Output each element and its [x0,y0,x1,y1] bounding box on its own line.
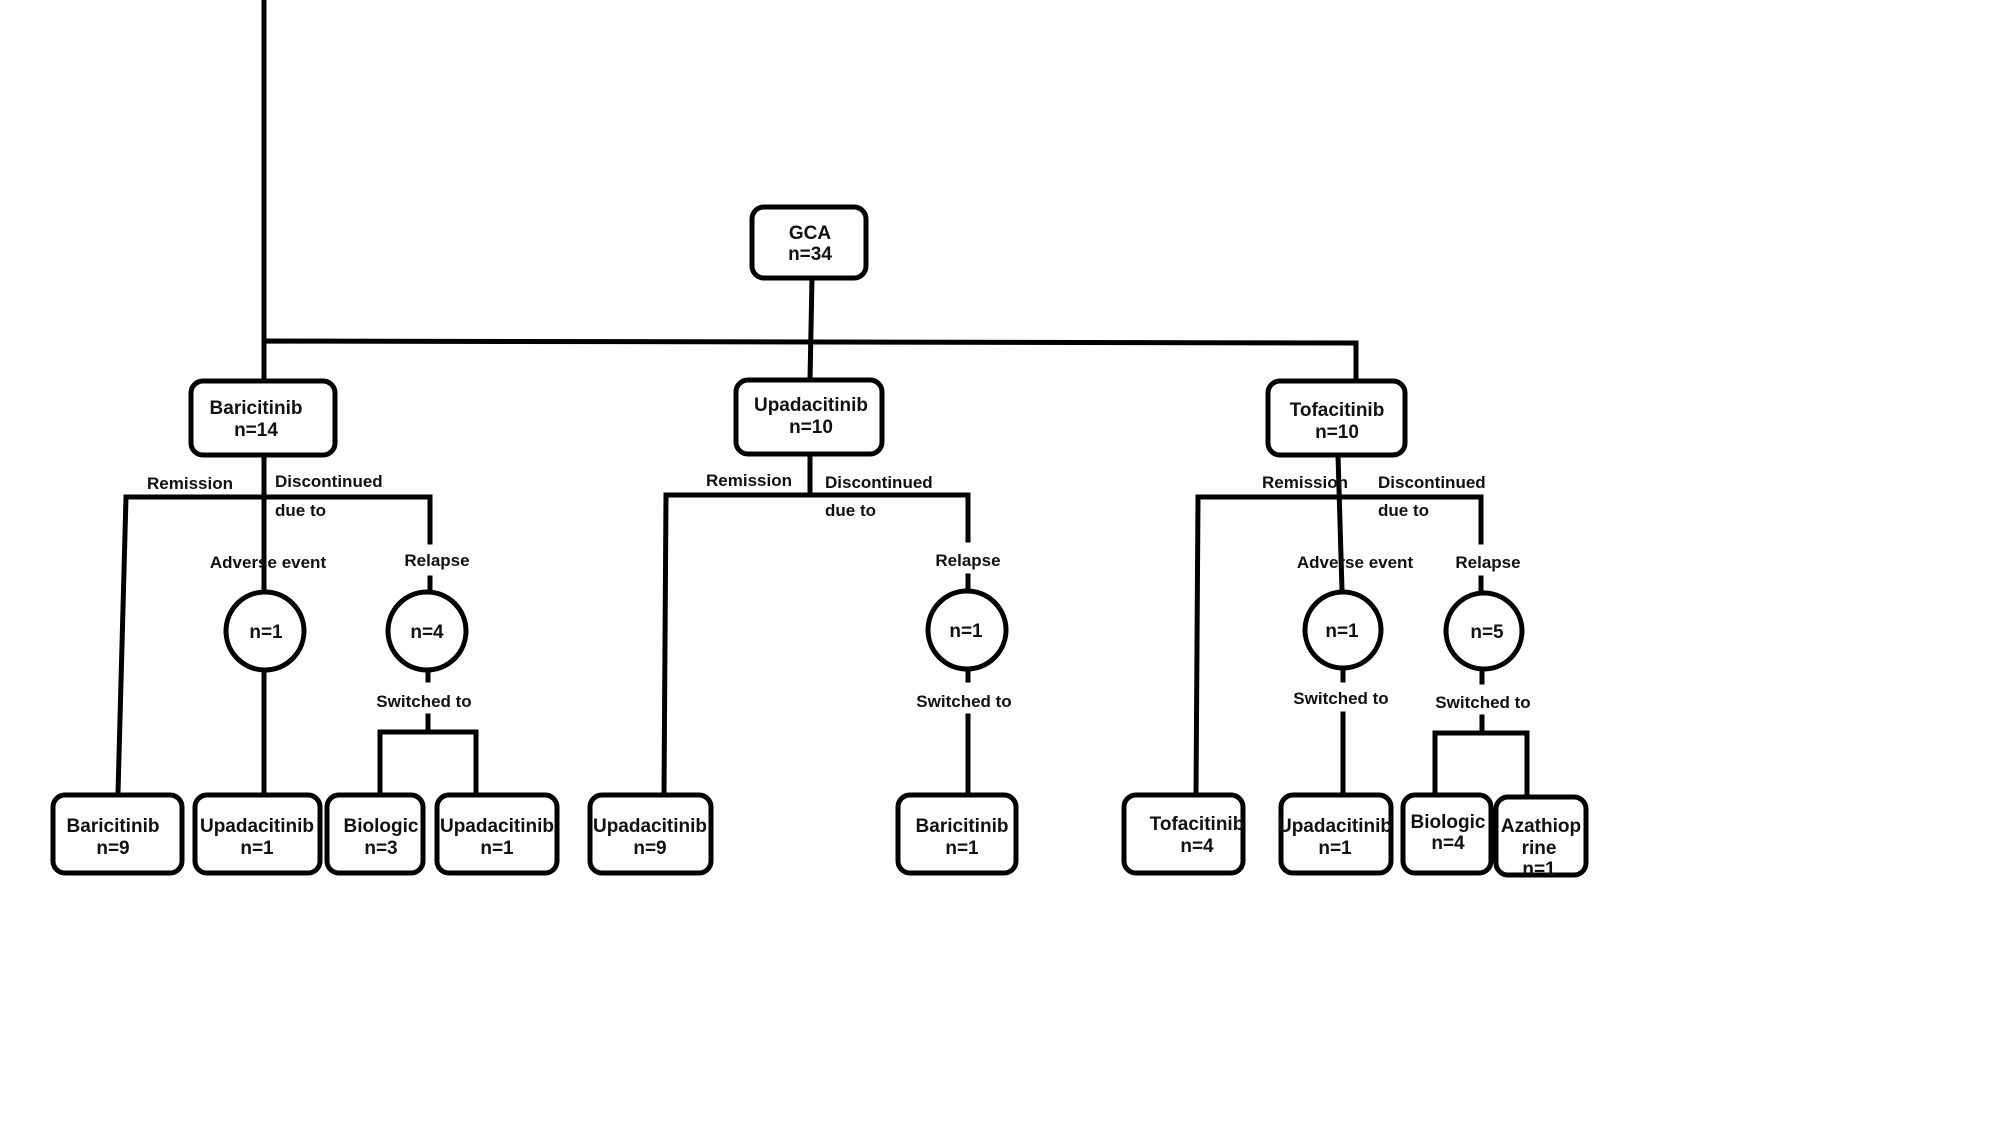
svg-text:n=1: n=1 [249,622,283,643]
drug-node-tofacitinib: Tofacitinib n=10 [1265,378,1408,458]
label-switched-to: Switched to [1293,689,1388,708]
connector-tofa-branch [1193,494,1484,798]
svg-text:n=1: n=1 [1318,838,1352,859]
svg-text:Biologic: Biologic [344,816,419,837]
count-circle: n=1 [925,588,1009,672]
label-relapse: Relapse [935,551,1000,570]
svg-text:Azathiop: Azathiop [1501,816,1581,837]
label-relapse: Relapse [404,551,469,570]
connector-tofa-down [1335,452,1345,593]
svg-text:n=5: n=5 [1470,622,1504,643]
svg-text:Baricitinib: Baricitinib [67,816,160,837]
outcome-box: Azathiop rine n=1 [1493,794,1589,880]
svg-text:n=1: n=1 [949,621,983,642]
svg-text:Baricitinib: Baricitinib [916,816,1009,837]
label-due-to: due to [275,501,326,520]
svg-text:Upadacitinib: Upadacitinib [200,816,314,837]
count-circle: n=4 [385,589,469,673]
svg-text:n=4: n=4 [1180,836,1214,857]
outcome-box: Tofacitinib n=4 [1121,792,1246,876]
label-relapse: Relapse [1455,553,1520,572]
label-due-to: due to [1378,501,1429,520]
root-node: GCA n=34 [749,204,869,281]
outcome-box: Biologic n=4 [1400,792,1494,876]
svg-text:Biologic: Biologic [1411,812,1486,833]
label-remission: Remission [706,471,792,490]
label-remission: Remission [1262,473,1348,492]
drug-count: n=10 [789,417,833,438]
label-switched-to: Switched to [916,692,1011,711]
svg-text:n=1: n=1 [945,838,979,859]
outcome-box: Baricitinib n=1 [895,792,1019,876]
connector-root [807,275,815,383]
svg-text:n=9: n=9 [96,838,129,859]
label-discontinued: Discontinued [275,472,383,491]
label-adverse-event: Adverse event [210,553,327,572]
svg-text:n=9: n=9 [633,838,666,859]
outcome-box: Biologic n=3 [324,792,426,876]
label-switched-to: Switched to [376,692,471,711]
svg-text:n=3: n=3 [364,838,397,859]
svg-text:n=1: n=1 [480,838,514,859]
label-switched-to: Switched to [1435,693,1530,712]
count-circle: n=1 [223,589,307,673]
outcome-box: Upadacitinib n=1 [192,792,323,876]
label-discontinued: Discontinued [1378,473,1486,492]
svg-text:Tofacitinib: Tofacitinib [1150,814,1245,835]
drug-title: Tofacitinib [1290,400,1385,421]
drug-node-upadacitinib: Upadacitinib n=10 [733,377,885,457]
outcome-box: Upadacitinib n=9 [587,792,714,876]
outcome-box: Baricitinib n=9 [50,792,185,876]
connector-upa-branch [661,492,971,796]
drug-node-baricitinib: Baricitinib n=14 [188,378,338,458]
outcome-box: Upadacitinib n=1 [1278,792,1394,876]
count-circle: n=1 [1302,589,1384,671]
drug-title: Baricitinib [210,398,303,419]
connector-bari-branch [115,494,433,796]
svg-text:n=1: n=1 [240,838,274,859]
svg-text:rine: rine [1522,838,1557,859]
svg-text:n=4: n=4 [1431,833,1465,854]
label-remission: Remission [147,474,233,493]
count-circle: n=5 [1443,590,1525,672]
svg-text:n=4: n=4 [410,622,444,643]
branch-labels: Remission Discontinued due to Adverse ev… [147,471,1531,712]
root-title: GCA [789,223,832,244]
root-count: n=34 [788,244,832,265]
svg-text:Upadacitinib: Upadacitinib [440,816,554,837]
label-adverse-event: Adverse event [1297,553,1414,572]
outcome-box: Upadacitinib n=1 [434,792,560,876]
svg-text:Upadacitinib: Upadacitinib [593,816,707,837]
connector-tofa-switch [1432,730,1530,798]
label-due-to: due to [825,501,876,520]
drug-title: Upadacitinib [754,395,868,416]
label-discontinued: Discontinued [825,473,933,492]
drug-count: n=14 [234,420,278,441]
drug-count: n=10 [1315,422,1359,443]
svg-text:n=1: n=1 [1325,621,1359,642]
svg-text:Upadacitinib: Upadacitinib [1278,816,1392,837]
svg-text:n=1: n=1 [1522,859,1556,880]
connector-bari-switch [377,729,479,796]
